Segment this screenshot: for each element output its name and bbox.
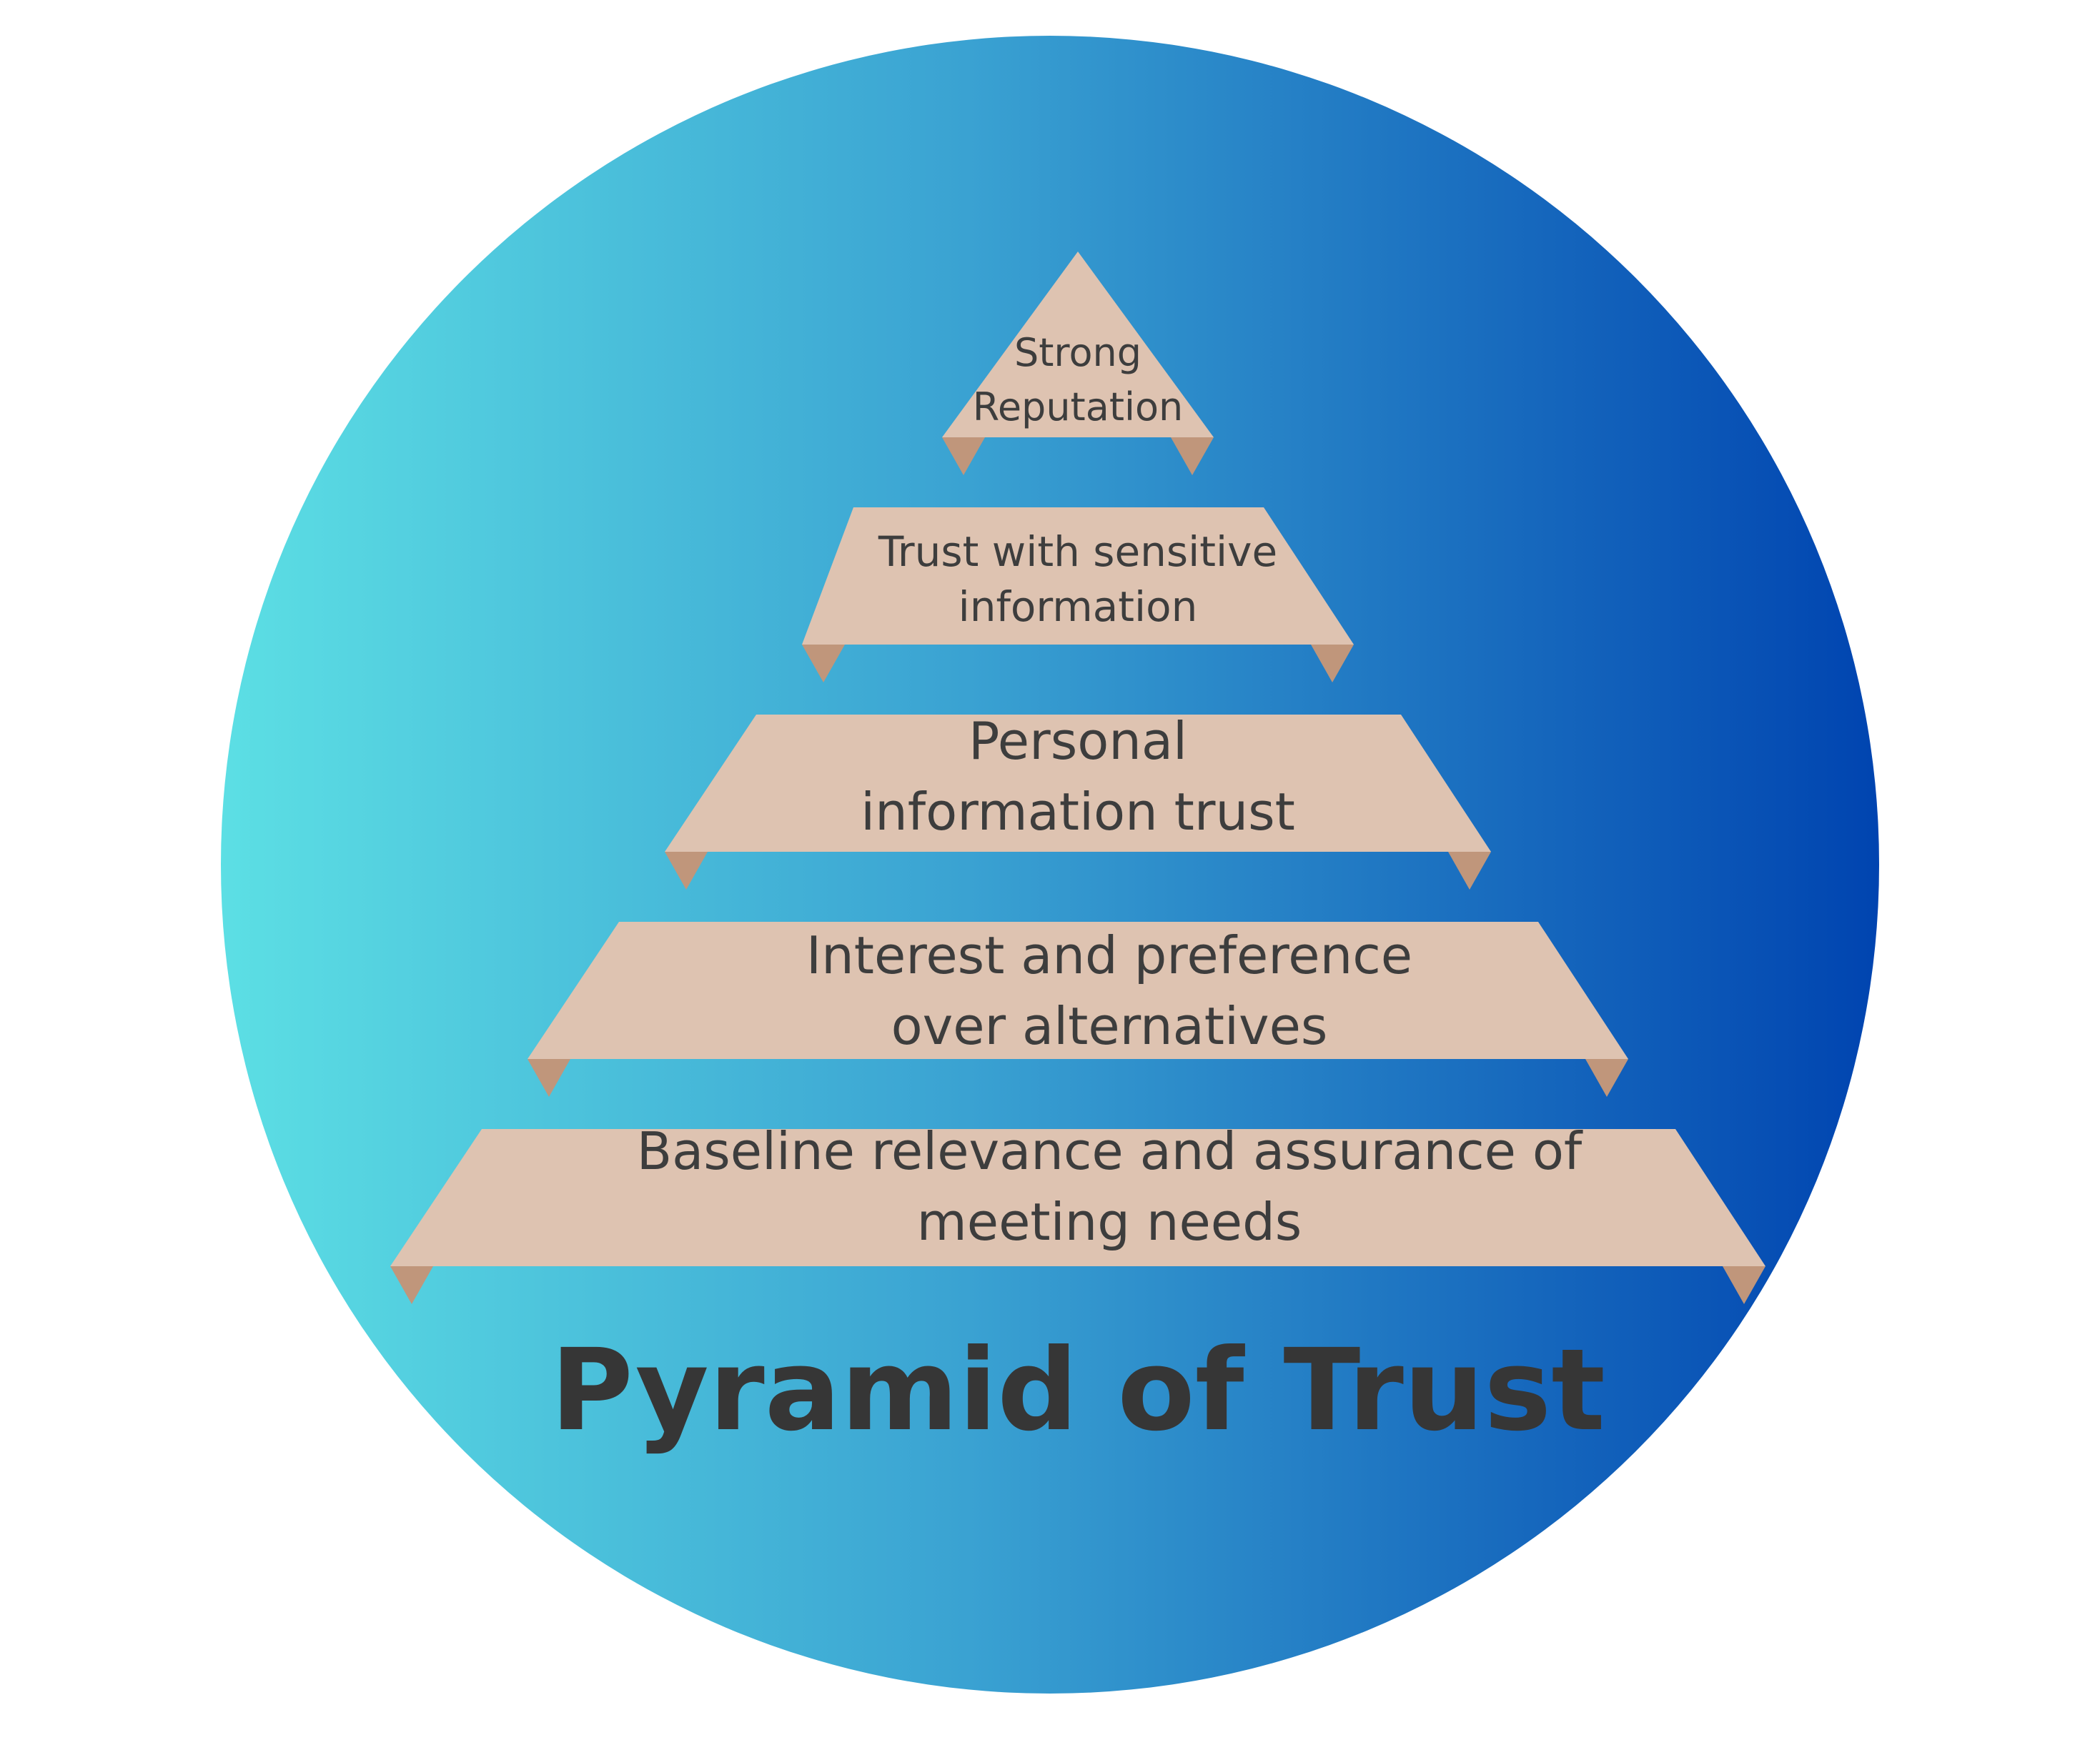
tier-fold-right — [1723, 1266, 1765, 1304]
diagram-title: Pyramid of Trust — [550, 1325, 1605, 1456]
tier-label-line-1: Baseline relevance and assurance of — [637, 1121, 1583, 1181]
tier-label-line-1: Trust with sensitive — [878, 527, 1277, 576]
tier-fold-left — [390, 1266, 433, 1304]
tier-band — [528, 922, 1628, 1059]
tier-fold-right — [1171, 437, 1214, 475]
tier-band — [802, 507, 1354, 645]
tier-fold-right — [1448, 852, 1491, 890]
tier-label-line-1: Interest and preference — [806, 925, 1412, 985]
tier-baseline-relevance: Baseline relevance and assurance of meet… — [390, 1121, 1765, 1304]
tier-band — [665, 715, 1491, 852]
tier-label-line-2: information trust — [861, 782, 1295, 842]
pyramid-tiers: Strong Reputation Trust with sensitive i… — [390, 252, 1765, 1304]
tier-trust-with-sensitive-information: Trust with sensitive information — [802, 507, 1354, 682]
tier-fold-left — [942, 437, 985, 475]
tier-fold-left — [528, 1059, 570, 1097]
tier-interest-and-preference: Interest and preference over alternative… — [528, 922, 1628, 1097]
tier-fold-right — [1585, 1059, 1628, 1097]
tier-label-line-2: meeting needs — [917, 1192, 1302, 1252]
tier-personal-information-trust: Personal information trust — [665, 711, 1491, 890]
tier-fold-left — [802, 645, 845, 682]
tier-label-line-2: Reputation — [973, 384, 1184, 429]
tier-label-line-2: over alternatives — [891, 996, 1328, 1056]
tier-label-line-2: information — [959, 582, 1198, 631]
tier-fold-right — [1311, 645, 1354, 682]
tier-fold-left — [665, 852, 708, 890]
background-circle — [221, 36, 1879, 1694]
tier-strong-reputation: Strong Reputation — [942, 252, 1214, 475]
tier-label-line-1: Personal — [969, 711, 1187, 771]
tier-band — [942, 252, 1214, 437]
tier-band — [390, 1129, 1765, 1266]
tier-label-line-1: Strong — [1014, 330, 1141, 375]
